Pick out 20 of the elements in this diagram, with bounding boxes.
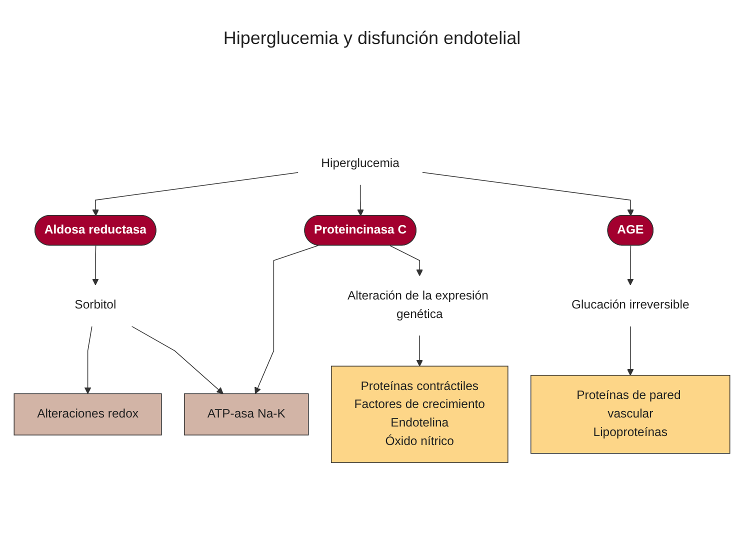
arrow <box>357 184 364 216</box>
node-box: Proteínas de pared vascular Lipoproteínas <box>530 374 730 454</box>
arrow <box>416 335 423 366</box>
node-text: Hiperglucemia <box>321 157 400 170</box>
arrow <box>84 326 92 394</box>
arrow <box>390 245 423 276</box>
arrow <box>627 245 634 286</box>
node-text: Glucación irreversible <box>572 298 690 312</box>
arrow <box>422 172 634 216</box>
diagram-title: Hiperglucemia y disfunción endotelial <box>223 28 521 49</box>
node-box: Proteínas contráctiles Factores de crecimiento Endotelina Óxido nítrico <box>330 366 508 463</box>
node-text: Sorbitol <box>74 298 116 312</box>
arrow <box>92 172 299 216</box>
arrow <box>254 245 319 394</box>
node-box: Alteraciones redox <box>14 393 162 436</box>
node-box: ATP-asa Na-K <box>184 393 309 436</box>
arrow <box>131 326 224 394</box>
arrow <box>627 326 634 376</box>
arrow <box>92 245 99 286</box>
node-text: Alteración de la expresión genética <box>347 290 488 321</box>
